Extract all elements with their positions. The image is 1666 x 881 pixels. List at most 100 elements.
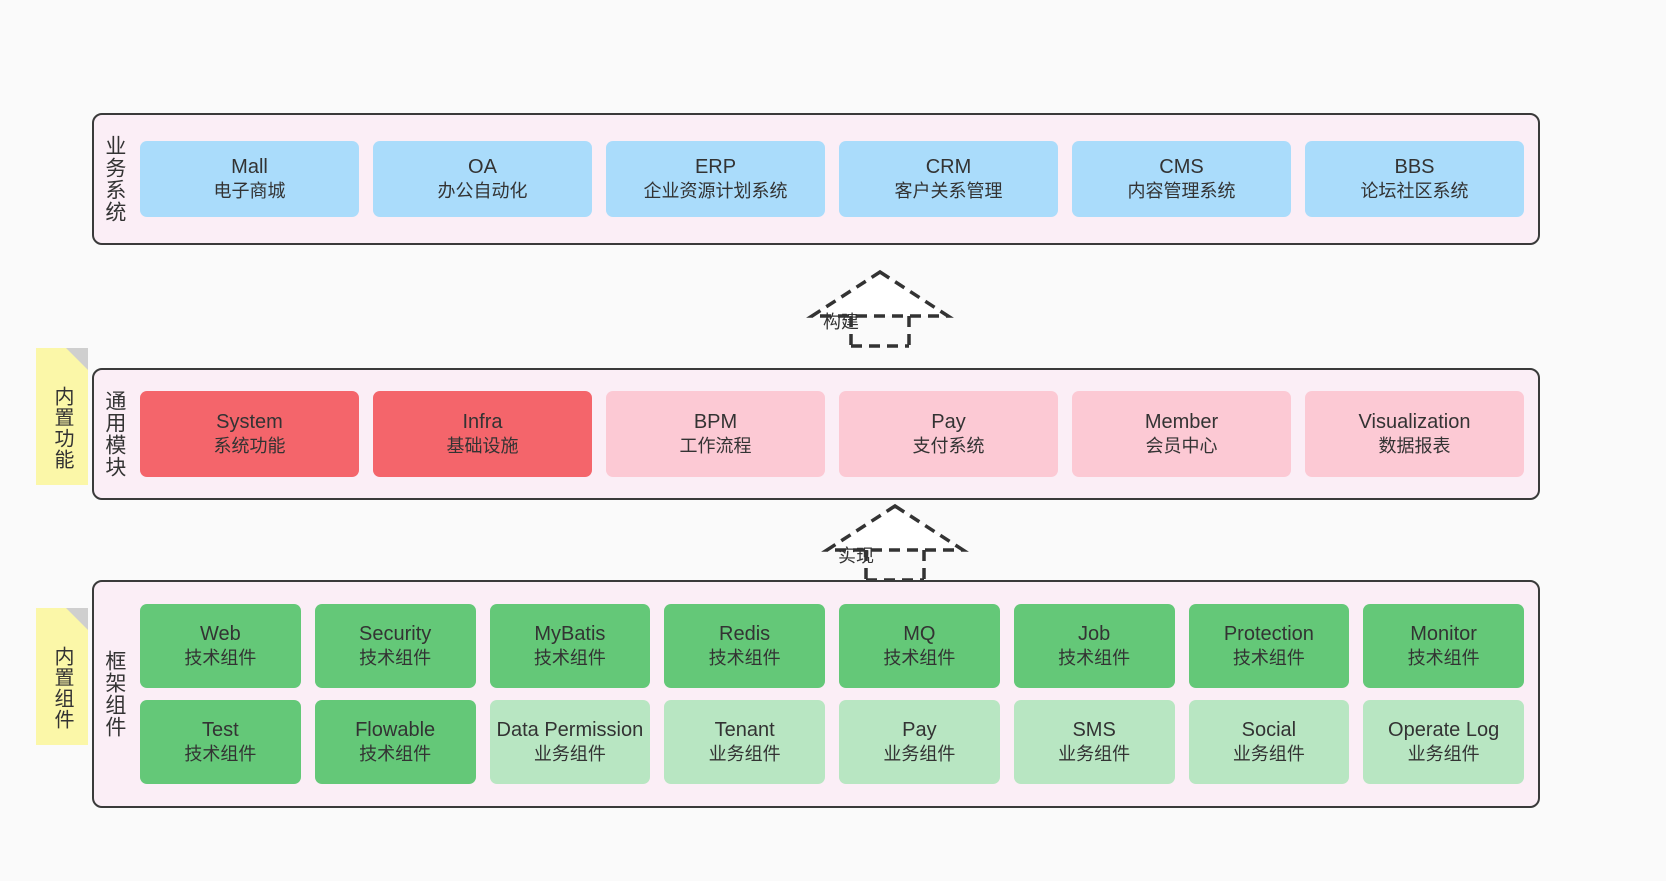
node-web-title: Web (199, 623, 241, 646)
sticky-fold-icon (66, 348, 88, 370)
node-erp[interactable]: ERP 企业资源计划系统 (606, 141, 825, 217)
layer-core-modules-body: System 系统功能 Infra 基础设施 BPM 工作流程 Pay 支付系统… (134, 370, 1538, 498)
node-sms[interactable]: SMS 业务组件 (1013, 700, 1175, 784)
node-operate-log[interactable]: Operate Log 业务组件 (1363, 700, 1524, 784)
node-flowable-title: Flowable (355, 719, 436, 742)
node-pay-component-sub: 业务组件 (883, 744, 956, 765)
connector-build-arrow-icon (806, 269, 954, 348)
layer-core-modules-label: 通用模块 (102, 390, 126, 478)
node-pay-title: Pay (931, 411, 966, 434)
node-data-permission[interactable]: Data Permission 业务组件 (489, 700, 651, 784)
node-data-permission-title: Data Permission (496, 719, 644, 742)
sticky-note-builtin-component-label: 内置组件 (51, 645, 73, 730)
node-web[interactable]: Web 技术组件 (140, 604, 301, 688)
node-infra[interactable]: Infra 基础设施 (373, 391, 592, 477)
node-web-sub: 技术组件 (184, 648, 257, 669)
node-data-permission-sub: 业务组件 (533, 744, 606, 765)
node-redis-title: Redis (719, 623, 771, 646)
node-test[interactable]: Test 技术组件 (140, 700, 301, 784)
node-bpm[interactable]: BPM 工作流程 (606, 391, 825, 477)
node-social[interactable]: Social 业务组件 (1188, 700, 1350, 784)
node-infra-title: Infra (462, 411, 503, 434)
node-job-sub: 技术组件 (1058, 648, 1131, 669)
node-flowable-sub: 技术组件 (359, 744, 432, 765)
node-sms-sub: 业务组件 (1058, 744, 1131, 765)
sticky-note-builtin-function-label: 内置功能 (51, 385, 73, 470)
node-mq-title: MQ (903, 623, 936, 646)
node-mq-sub: 技术组件 (883, 648, 956, 669)
node-flowable[interactable]: Flowable 技术组件 (314, 700, 476, 784)
node-pay-sub: 支付系统 (912, 436, 985, 457)
node-tenant[interactable]: Tenant 业务组件 (664, 700, 825, 784)
layer-business-system-label: 业务系统 (102, 135, 126, 223)
framework-biz-row: Test 技术组件 Flowable 技术组件 Data Permission … (140, 700, 1524, 784)
node-visualization-sub: 数据报表 (1378, 436, 1451, 457)
node-pay[interactable]: Pay 支付系统 (839, 391, 1058, 477)
node-crm-sub: 客户关系管理 (894, 181, 1003, 202)
node-monitor[interactable]: Monitor 技术组件 (1363, 604, 1524, 688)
node-mybatis-sub: 技术组件 (533, 648, 606, 669)
connector-build: 构建 (800, 268, 960, 348)
node-protection[interactable]: Protection 技术组件 (1188, 604, 1350, 688)
node-oa-title: OA (468, 156, 497, 179)
framework-tech-row: Web 技术组件 Security 技术组件 MyBatis 技术组件 Redi… (140, 604, 1524, 688)
core-node-row: System 系统功能 Infra 基础设施 BPM 工作流程 Pay 支付系统… (140, 391, 1524, 477)
node-mybatis[interactable]: MyBatis 技术组件 (489, 604, 651, 688)
layer-core-modules: 通用模块 System 系统功能 Infra 基础设施 BPM 工作流程 Pay (92, 368, 1540, 500)
connector-build-label: 构建 (823, 312, 859, 332)
node-cms-sub: 内容管理系统 (1127, 181, 1236, 202)
connector-implement: 实现 (815, 502, 975, 582)
node-member-sub: 会员中心 (1145, 436, 1218, 457)
connector-implement-label: 实现 (838, 546, 874, 566)
node-crm[interactable]: CRM 客户关系管理 (839, 141, 1058, 217)
node-mall-sub: 电子商城 (213, 181, 286, 202)
node-job-title: Job (1078, 623, 1111, 646)
node-social-title: Social (1241, 719, 1297, 742)
node-redis[interactable]: Redis 技术组件 (664, 604, 825, 688)
node-bbs-sub: 论坛社区系统 (1360, 181, 1469, 202)
node-member[interactable]: Member 会员中心 (1072, 391, 1291, 477)
node-bbs-title: BBS (1394, 156, 1435, 179)
node-member-title: Member (1144, 411, 1219, 434)
node-pay-component[interactable]: Pay 业务组件 (839, 700, 1000, 784)
node-mall[interactable]: Mall 电子商城 (140, 141, 359, 217)
node-job[interactable]: Job 技术组件 (1013, 604, 1175, 688)
node-bbs[interactable]: BBS 论坛社区系统 (1305, 141, 1524, 217)
node-tenant-sub: 业务组件 (708, 744, 781, 765)
node-erp-sub: 企业资源计划系统 (643, 181, 788, 202)
node-system-title: System (216, 411, 283, 434)
node-test-sub: 技术组件 (184, 744, 257, 765)
node-operate-log-title: Operate Log (1388, 719, 1500, 742)
node-cms[interactable]: CMS 内容管理系统 (1072, 141, 1291, 217)
node-monitor-sub: 技术组件 (1407, 648, 1480, 669)
node-security-title: Security (359, 623, 432, 646)
node-bpm-sub: 工作流程 (679, 436, 752, 457)
node-security-sub: 技术组件 (359, 648, 432, 669)
node-test-title: Test (202, 719, 239, 742)
node-system[interactable]: System 系统功能 (140, 391, 359, 477)
node-mybatis-title: MyBatis (534, 623, 606, 646)
node-oa[interactable]: OA 办公自动化 (373, 141, 592, 217)
node-mall-title: Mall (231, 156, 268, 179)
sticky-note-builtin-component: 内置组件 (36, 608, 88, 745)
node-protection-title: Protection (1223, 623, 1314, 646)
layer-framework-components-body: Web 技术组件 Security 技术组件 MyBatis 技术组件 Redi… (134, 582, 1538, 806)
layer-business-system-body: Mall 电子商城 OA 办公自动化 ERP 企业资源计划系统 CRM 客户关系… (134, 115, 1538, 243)
node-sms-title: SMS (1072, 719, 1116, 742)
node-tenant-title: Tenant (714, 719, 775, 742)
node-pay-component-title: Pay (902, 719, 937, 742)
node-erp-title: ERP (694, 156, 737, 179)
node-bpm-title: BPM (693, 411, 738, 434)
node-social-sub: 业务组件 (1232, 744, 1305, 765)
layer-framework-components: 框架组件 Web 技术组件 Security 技术组件 MyBatis 技术组件… (92, 580, 1540, 808)
layer-business-system: 业务系统 Mall 电子商城 OA 办公自动化 ERP 企业资源计划系统 CRM (92, 113, 1540, 245)
node-visualization-title: Visualization (1358, 411, 1471, 434)
sticky-note-builtin-function: 内置功能 (36, 348, 88, 485)
node-security[interactable]: Security 技术组件 (314, 604, 476, 688)
sticky-fold-icon (66, 608, 88, 630)
node-protection-sub: 技术组件 (1232, 648, 1305, 669)
node-visualization[interactable]: Visualization 数据报表 (1305, 391, 1524, 477)
node-mq[interactable]: MQ 技术组件 (839, 604, 1000, 688)
node-redis-sub: 技术组件 (708, 648, 781, 669)
node-cms-title: CMS (1159, 156, 1204, 179)
